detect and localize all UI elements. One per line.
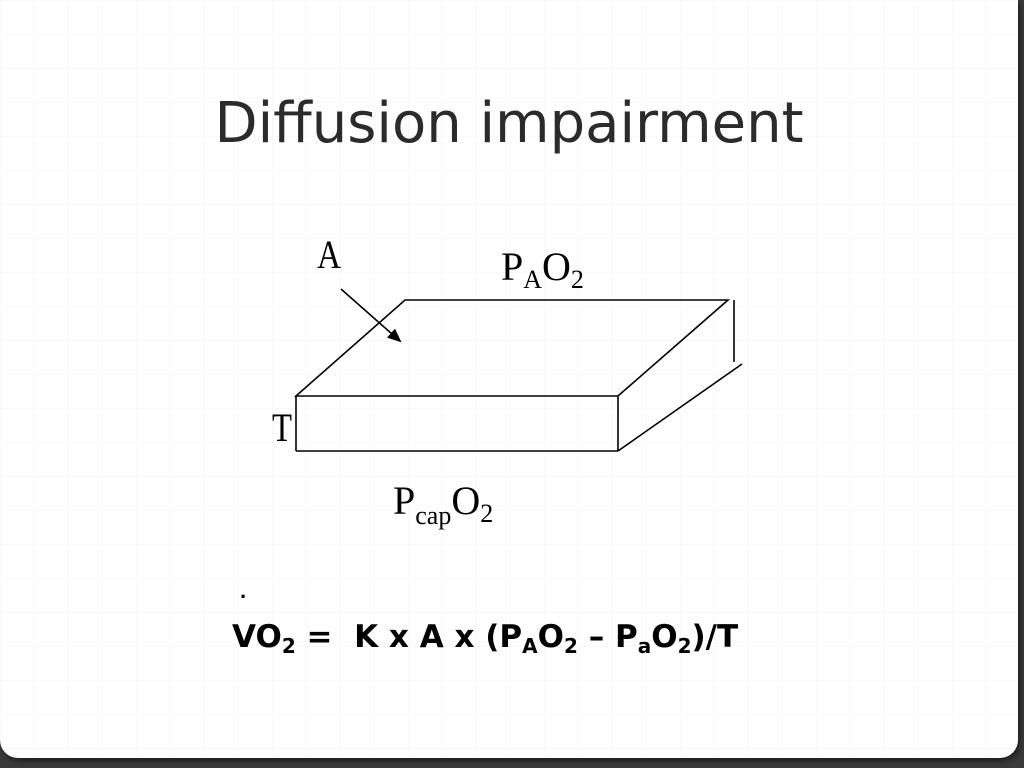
eq-o1-sub: 2 [564, 634, 578, 658]
flux-dot-marker: . [240, 578, 247, 603]
eq-o1: O [537, 619, 564, 655]
capillary-pressure-o: O [451, 478, 480, 523]
alveolar-pressure-o-sub: 2 [571, 265, 584, 294]
capillary-pressure-o-sub: 2 [480, 499, 493, 528]
capillary-pressure-label: PcapO2 [393, 478, 493, 530]
eq-p1-sub: A [522, 634, 538, 658]
eq-tail: )/T [691, 619, 739, 655]
alveolar-pressure-label: PAO2 [501, 244, 584, 294]
area-arrow [340, 288, 402, 343]
alveolar-pressure-o: O [542, 244, 571, 289]
eq-o2-sub: 2 [677, 634, 692, 658]
fick-equation: VO2 = K x A x (PAO2 – PaO2)/T [232, 619, 739, 656]
alveolar-pressure-p: P [501, 244, 523, 289]
thickness-label: T [272, 405, 292, 450]
alveolar-pressure-sub: A [523, 265, 542, 294]
eq-lhs: VO [232, 619, 282, 655]
membrane-side-bottom-edge [617, 363, 743, 452]
membrane-top-face [293, 299, 731, 397]
slide-title: Diffusion impairment [214, 91, 804, 156]
capillary-pressure-sub: cap [415, 501, 451, 530]
area-label: A [317, 232, 341, 277]
eq-lhs-sub: 2 [281, 634, 296, 658]
eq-o2: O [651, 619, 678, 655]
eq-p2-sub: a [637, 634, 652, 658]
eq-middle: = K x A x (P [295, 619, 523, 655]
capillary-pressure-p: P [393, 478, 415, 523]
eq-minus: – P [577, 619, 638, 655]
